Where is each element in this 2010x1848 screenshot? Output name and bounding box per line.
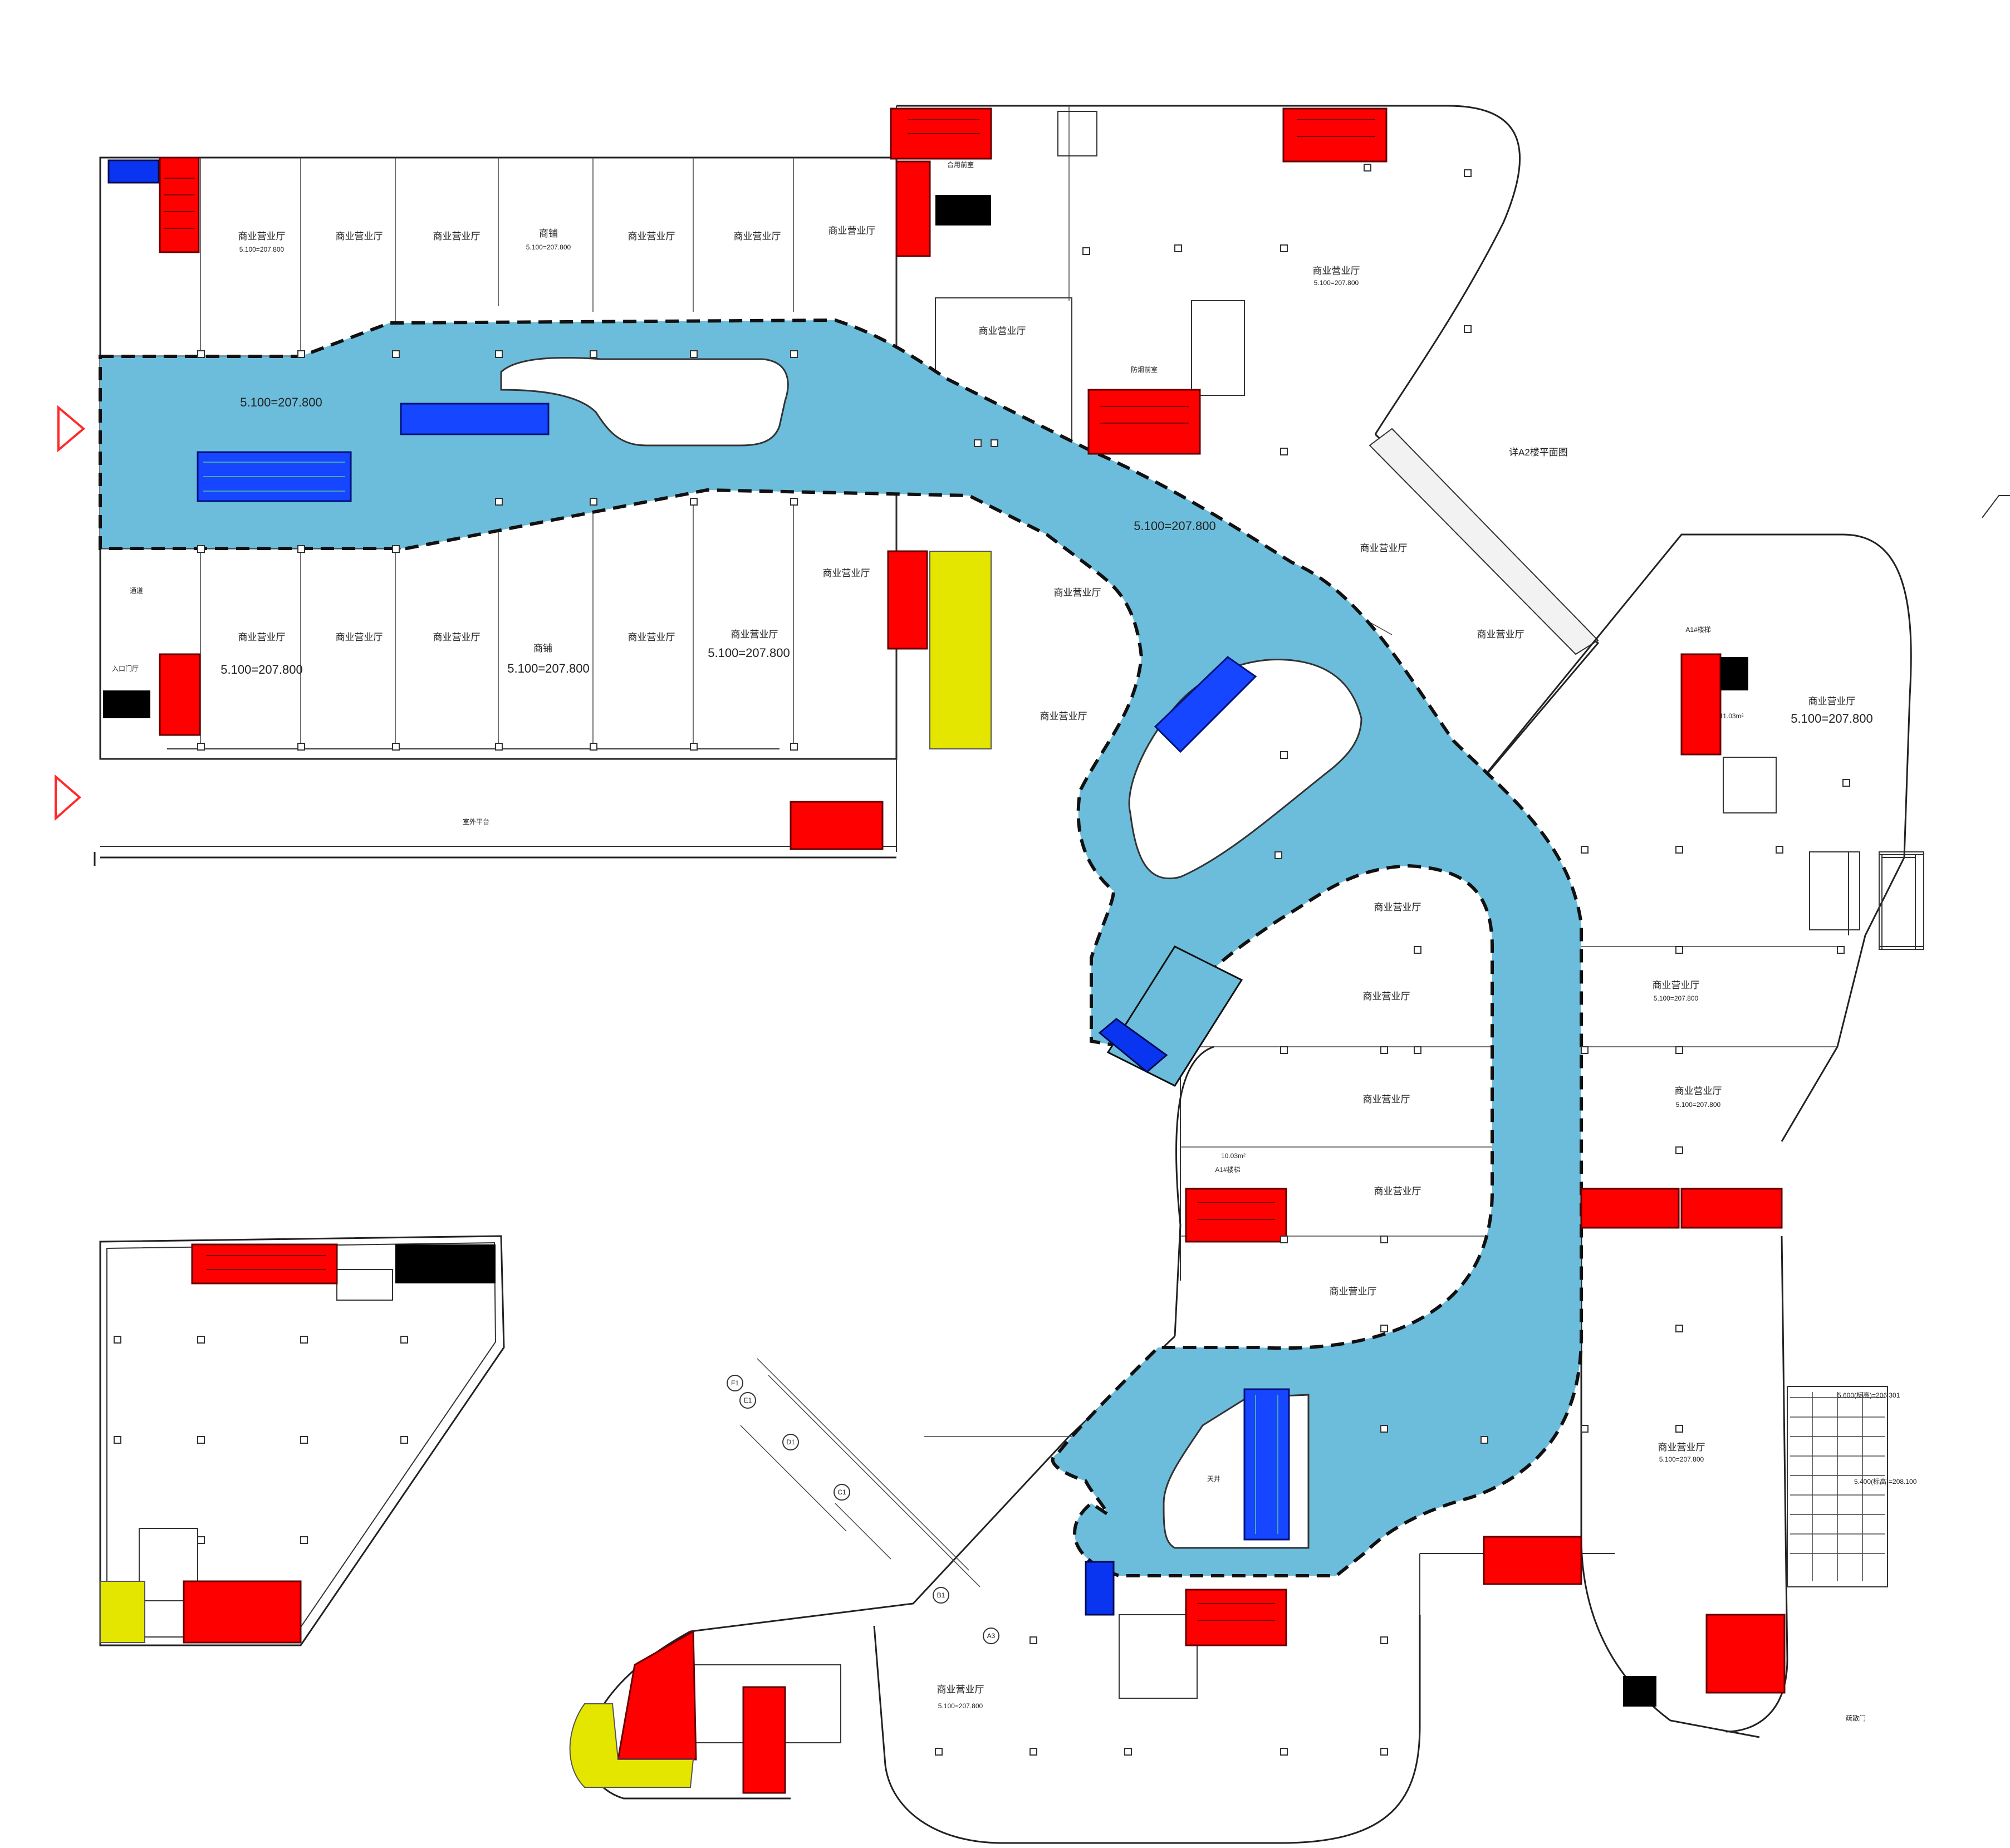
grid-axis-label: A3	[987, 1632, 996, 1640]
room-label: 商铺	[533, 643, 552, 654]
room-label: 商业营业厅	[1374, 1186, 1421, 1197]
entrance-marker	[55, 774, 82, 821]
room-label: 商铺	[539, 228, 558, 239]
room-label: 商业营业厅	[336, 632, 383, 643]
room-label: 商业营业厅	[1040, 711, 1087, 722]
service-rooms	[103, 195, 1748, 1707]
elevation-label: 5.100=207.800	[1314, 279, 1359, 287]
annotation-leader	[1982, 495, 2010, 518]
grid-axis-label: D1	[786, 1438, 795, 1446]
stair-label: A1#楼梯	[1685, 625, 1710, 634]
room-label: 商业营业厅	[1360, 543, 1408, 553]
room-label: 商业营业厅	[336, 231, 383, 242]
elevation-label: 5.100=207.800	[708, 646, 790, 660]
room-label: 商业营业厅	[238, 231, 286, 242]
area-label: 11.03m²	[1719, 712, 1743, 720]
room-label: 商业营业厅	[1653, 980, 1700, 991]
room-label: 商业营业厅	[1374, 902, 1421, 913]
room-label: 商业营业厅	[1330, 1286, 1377, 1297]
room-label: 商业营业厅	[628, 632, 675, 643]
east-elevation: 5.600(标高)=206.301	[1837, 1391, 1900, 1399]
restrooms	[100, 551, 992, 1788]
grid-axis-label: E1	[744, 1396, 752, 1404]
elevation-label: 5.100=207.800	[1791, 712, 1872, 726]
escalator-central	[1154, 656, 1257, 753]
elevator-west-link	[1098, 1018, 1168, 1073]
skylight-label: 天井	[1207, 1475, 1220, 1483]
room-label: 商业营业厅	[1363, 1094, 1410, 1105]
room-label: 商业营业厅	[731, 629, 778, 640]
elevator-nw	[107, 159, 160, 184]
room-label: 商业营业厅	[734, 231, 781, 242]
elevation-label: 5.100=207.800	[1654, 994, 1699, 1002]
room-label: 商业营业厅	[828, 226, 876, 236]
corridor-elevation: 5.100=207.800	[1134, 519, 1215, 533]
gate-note: 疏散门	[1846, 1714, 1866, 1722]
room-label: 商业营业厅	[238, 632, 286, 643]
stair-cores	[159, 107, 1786, 1794]
entrance-marker	[57, 405, 86, 453]
stair-label: A1#楼梯	[1215, 1165, 1240, 1174]
escalator-nw	[197, 451, 352, 502]
room-labels: 商业营业厅 5.100=207.800 商业营业厅 商业营业厅 商铺 5.100…	[112, 160, 1917, 1722]
detail-ref: 详A2楼平面图	[1509, 447, 1568, 458]
grid-axis-label: C1	[837, 1488, 846, 1496]
elevation-label: 5.100=207.800	[1659, 1455, 1704, 1463]
elevation-label: 5.100=207.800	[220, 663, 302, 677]
elevation-label: 5.100=207.800	[938, 1702, 983, 1710]
room-label: 商业营业厅	[1675, 1086, 1722, 1096]
escalator-south	[1243, 1388, 1290, 1541]
room-label: 商业营业厅	[433, 632, 481, 643]
room-label: 商业营业厅	[1808, 696, 1856, 707]
room-label: 商业营业厅	[628, 231, 675, 242]
hatched-ramp	[1369, 428, 1599, 655]
west-column-grid	[197, 350, 798, 751]
room-label: 商业营业厅	[1313, 266, 1360, 276]
room-label: 商业营业厅	[979, 326, 1026, 336]
room-label: 商业营业厅	[1658, 1442, 1705, 1453]
outdoor-platform-label: 室外平台	[463, 817, 489, 826]
elevator-south	[1085, 1561, 1115, 1616]
room-label: 商业营业厅	[1054, 587, 1101, 598]
public-corridor	[99, 318, 1583, 1577]
corridor-elevation: 5.100=207.800	[240, 395, 322, 409]
room-label: 商业营业厅	[1477, 629, 1524, 640]
elevation-label: 5.100=207.800	[1676, 1101, 1721, 1109]
grid-axis-label: B1	[937, 1591, 945, 1599]
vestibule-label: 防烟前室	[1131, 365, 1158, 374]
elevation-label: 5.100=207.800	[507, 661, 589, 675]
columns	[114, 164, 1850, 1756]
room-label: 商业营业厅	[433, 231, 481, 242]
escalator-north	[400, 403, 550, 435]
entrance-hall-label: 入口门厅	[112, 664, 139, 673]
east-elevation: 5.400(标高)=208.100	[1854, 1477, 1917, 1486]
east-exterior-stair	[1879, 854, 1924, 950]
area-label: 10.03m²	[1221, 1152, 1246, 1160]
atrium-void-north	[500, 356, 789, 447]
elevation-label: 5.100=207.800	[526, 243, 571, 251]
vestibule-label: 合用前室	[947, 160, 974, 169]
grid-axes: F1 E1 D1 C1 B1 A3	[727, 1358, 999, 1644]
room-label: 商业营业厅	[823, 568, 870, 579]
elevation-label: 5.100=207.800	[239, 246, 285, 253]
room-label: 商业营业厅	[937, 1684, 984, 1695]
stair-treads	[164, 119, 1375, 1621]
east-stair-grid	[1790, 1392, 1885, 1581]
southwest-block	[99, 1235, 505, 1646]
grid-axis-label: F1	[731, 1379, 739, 1387]
passage-label: 通道	[130, 587, 143, 595]
room-label: 商业营业厅	[1363, 991, 1410, 1002]
